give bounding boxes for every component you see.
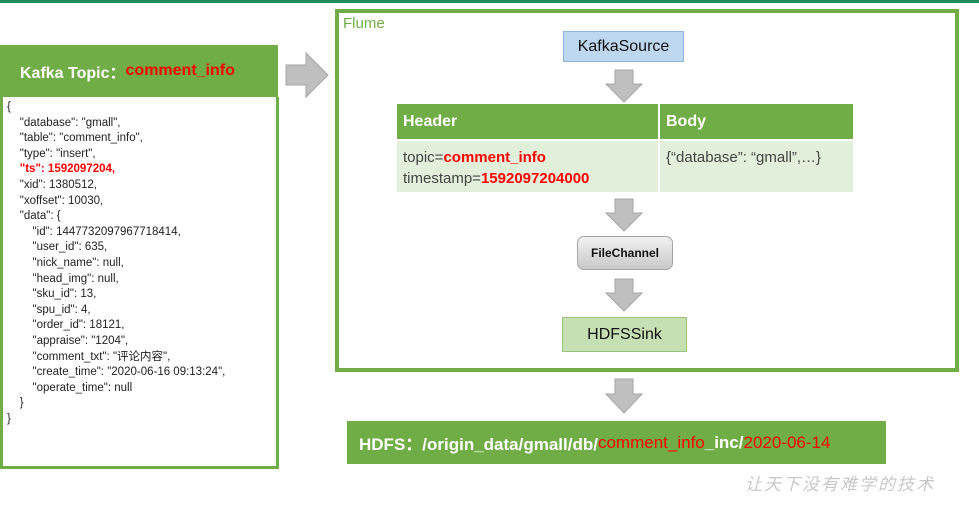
file-channel-node: FileChannel: [577, 236, 673, 270]
json-line: "head_img": null,: [7, 272, 119, 285]
json-line: "id": 1447732097967718414,: [7, 225, 181, 238]
json-line: "create_time": "2020-06-16 09:13:24",: [7, 366, 226, 379]
json-line: "operate_time": null: [7, 381, 133, 394]
right-arrow-icon: [285, 51, 329, 99]
down-arrow-icon: [604, 278, 644, 312]
event-body-column: Body: [660, 104, 853, 139]
header-topic-line: topic=comment_info: [403, 149, 546, 166]
top-accent-line: [0, 0, 979, 3]
json-line: }: [7, 397, 24, 410]
json-line: "type": "insert",: [7, 147, 96, 160]
header-timestamp-value: 1592097204000: [480, 170, 590, 187]
event-header-cell: topic=comment_info timestamp=15920972040…: [397, 141, 658, 192]
down-arrow-icon: [604, 378, 644, 414]
json-line: "table": "comment_info",: [7, 132, 143, 145]
kafka-topic-header: Kafka Topic：comment_info: [0, 45, 278, 97]
body-value: {“database”: “gmall”,…}: [666, 149, 822, 166]
watermark-text: 让天下没有难学的技术: [745, 475, 935, 495]
kafka-topic-prefix: Kafka Topic：: [20, 65, 126, 82]
json-line: "data": {: [7, 210, 61, 223]
down-arrow-icon: [604, 69, 644, 103]
hdfs-path-suffix: _inc/: [704, 432, 744, 452]
event-body-cell: {“database”: “gmall”,…}: [660, 141, 853, 192]
event-header-column: Header: [397, 104, 658, 139]
header-timestamp-line: timestamp=1592097204000: [403, 170, 590, 187]
json-line: "appraise": "1204",: [7, 334, 129, 347]
kafka-topic-name: comment_info: [125, 62, 235, 79]
json-line: "comment_txt": "评论内容",: [7, 350, 171, 363]
json-line: "user_id": 635,: [7, 241, 108, 254]
hdfs-path-date: 2020-06-14: [743, 432, 831, 452]
kafka-message-json: { "database": "gmall", "table": "comment…: [0, 97, 279, 469]
json-line: "sku_id": 13,: [7, 288, 97, 301]
json-line: "database": "gmall",: [7, 116, 121, 129]
hdfs-path-prefix: HDFS：/origin_data/gmall/db/: [359, 435, 598, 454]
json-line: "nick_name": null,: [7, 256, 124, 269]
hdfs-path-bar: HDFS：/origin_data/gmall/db/comment_info_…: [347, 421, 886, 464]
down-arrow-icon: [604, 198, 644, 232]
json-line: "ts": 1592097204,: [7, 163, 116, 176]
hdfs-path-table: comment_info: [597, 432, 705, 452]
hdfs-sink-node: HDFSSink: [562, 317, 687, 352]
json-line: }: [7, 412, 11, 425]
kafka-source-node: KafkaSource: [563, 31, 684, 62]
flume-label: Flume: [343, 15, 385, 32]
json-line: "xid": 1380512,: [7, 178, 98, 191]
json-line: {: [7, 101, 11, 113]
json-line: "xoffset": 10030,: [7, 194, 104, 207]
json-line: "order_id": 18121,: [7, 319, 125, 332]
json-line: "spu_id": 4,: [7, 303, 91, 316]
header-topic-value: comment_info: [443, 149, 546, 166]
